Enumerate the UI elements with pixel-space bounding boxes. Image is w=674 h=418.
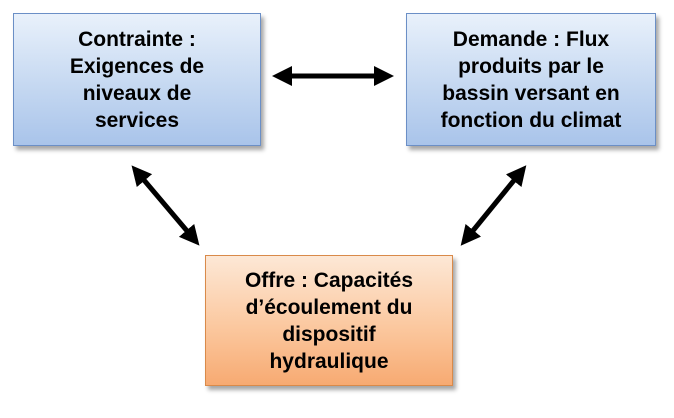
arrow-contrainte-offre <box>131 165 200 246</box>
offre-box: Offre : Capacités d’écoulement du dispos… <box>205 255 453 386</box>
contrainte-box: Contrainte : Exigences de niveaux de ser… <box>13 13 261 146</box>
contrainte-label: Contrainte : Exigences de niveaux de ser… <box>69 27 205 132</box>
demande-box: Demande : Flux produits par le bassin ve… <box>406 13 656 146</box>
arrow-demande-offre <box>460 165 527 246</box>
offre-label: Offre : Capacités d’écoulement du dispos… <box>244 268 414 373</box>
demande-label: Demande : Flux produits par le bassin ve… <box>440 27 622 132</box>
